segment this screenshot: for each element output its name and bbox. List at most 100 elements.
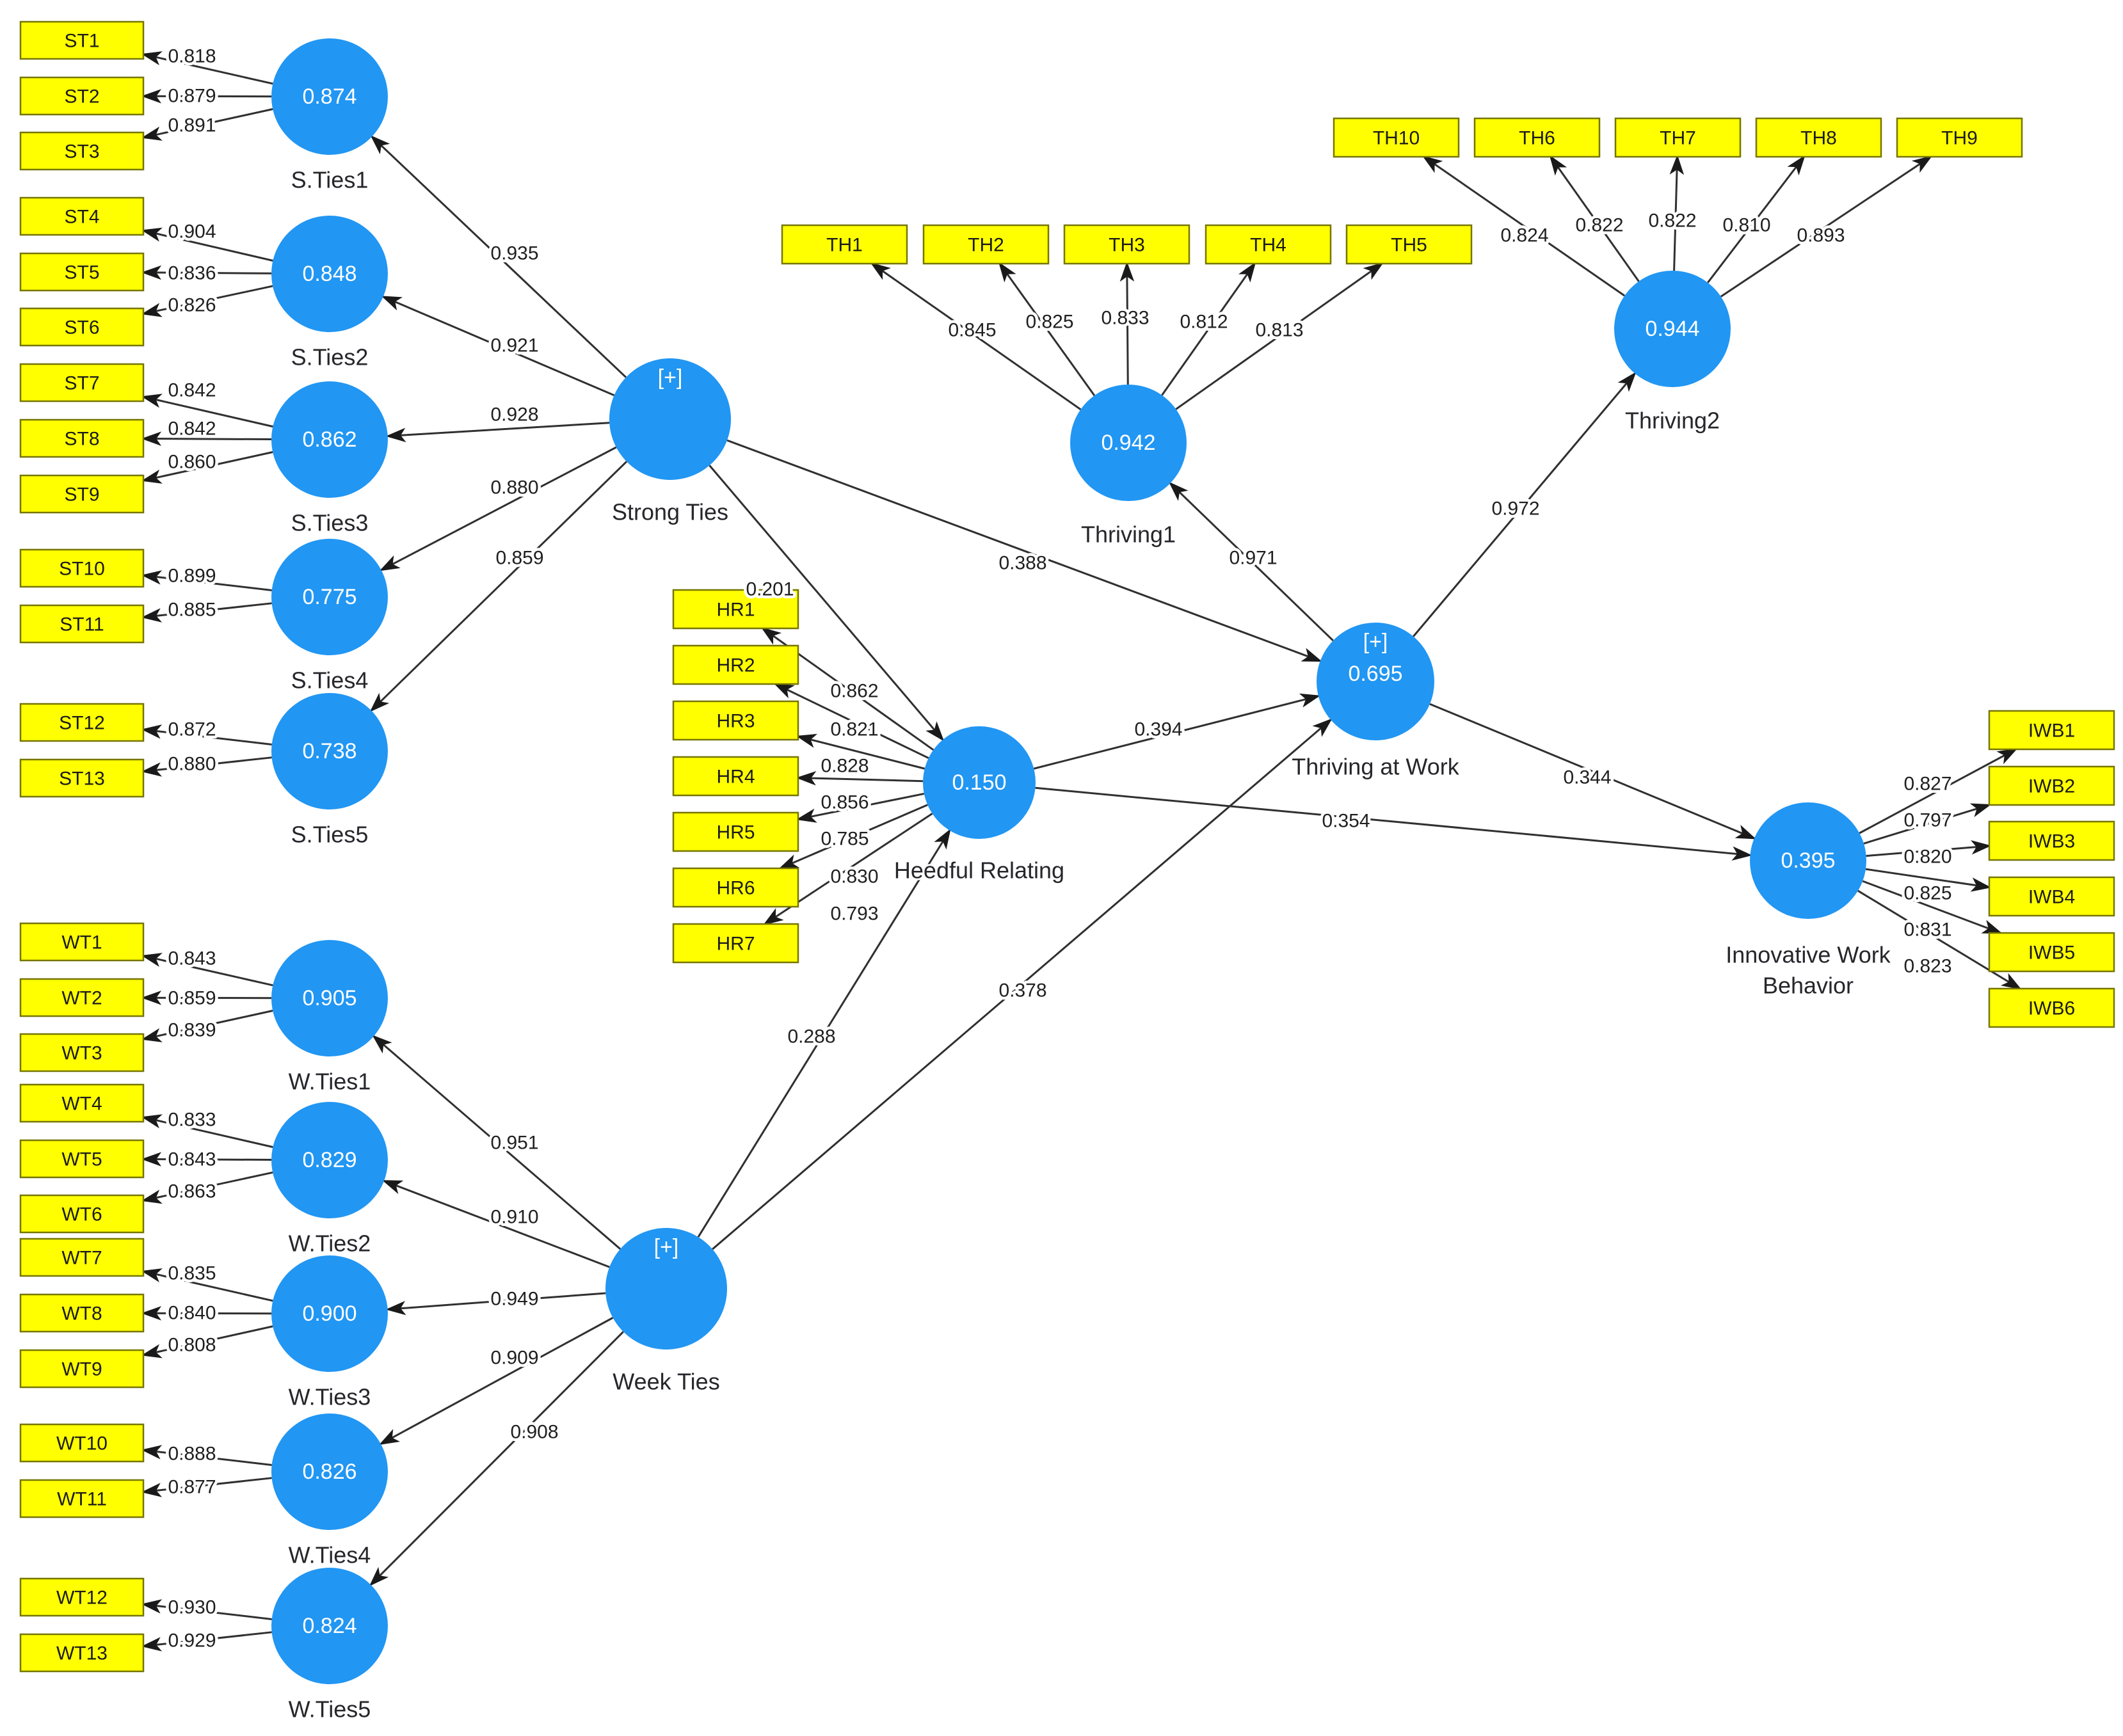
latent-name-sties3: S.Ties3: [291, 510, 369, 536]
indicator-box-ST6[interactable]: [19, 307, 145, 347]
path-iwb-IWB1: [1859, 748, 2018, 834]
indicator-box-IWB6[interactable]: [1988, 987, 2115, 1028]
indicator-box-ST1[interactable]: [19, 20, 145, 60]
latent-name-taw: Thriving at Work: [1292, 754, 1459, 780]
latent-node-thriving1[interactable]: [1070, 385, 1187, 501]
latent-name-wties2: W.Ties2: [289, 1230, 371, 1257]
indicator-box-WT6[interactable]: [19, 1194, 145, 1234]
indicator-box-IWB1[interactable]: [1988, 710, 2115, 751]
path-coefficient-label: 0.971: [1229, 548, 1277, 569]
indicator-box-WT4[interactable]: [19, 1083, 145, 1123]
latent-node-wties4[interactable]: [271, 1413, 388, 1530]
indicator-box-HR6[interactable]: [672, 867, 799, 908]
indicator-box-IWB2[interactable]: [1988, 765, 2115, 806]
path-wties4-WT11: [141, 1477, 272, 1497]
indicator-box-WT10[interactable]: [19, 1423, 145, 1463]
indicator-box-HR3[interactable]: [672, 700, 799, 741]
indicator-box-ST7[interactable]: [19, 363, 145, 402]
indicator-box-ST10[interactable]: [19, 548, 145, 588]
latent-node-taw[interactable]: [1317, 623, 1434, 740]
indicator-box-TH7[interactable]: [1614, 117, 1742, 158]
latent-node-wties2[interactable]: [271, 1102, 388, 1218]
indicator-box-TH3[interactable]: [1063, 224, 1190, 265]
indicator-box-ST8[interactable]: [19, 418, 145, 458]
latent-node-iwb[interactable]: [1750, 802, 1866, 919]
indicator-box-WT7[interactable]: [19, 1238, 145, 1277]
indicator-box-TH8[interactable]: [1755, 117, 1882, 158]
indicator-box-WT9[interactable]: [19, 1349, 145, 1389]
indicator-box-TH5[interactable]: [1345, 224, 1473, 265]
indicator-box-TH2[interactable]: [922, 224, 1050, 265]
latent-node-heedful[interactable]: [923, 726, 1036, 839]
latent-node-wties5[interactable]: [271, 1568, 388, 1684]
indicator-box-WT8[interactable]: [19, 1293, 145, 1333]
indicator-box-IWB3[interactable]: [1988, 820, 2115, 861]
indicator-box-IWB5[interactable]: [1988, 932, 2115, 973]
latent-name-sties2: S.Ties2: [291, 344, 369, 370]
indicator-box-WT1[interactable]: [19, 922, 145, 962]
indicator-label-TH4: TH4: [1250, 235, 1286, 256]
indicator-box-ST4[interactable]: [19, 196, 145, 236]
latent-node-sties2[interactable]: [271, 216, 388, 332]
indicator-box-ST13[interactable]: [19, 758, 145, 798]
indicator-box-IWB4[interactable]: [1988, 876, 2115, 917]
indicator-box-ST3[interactable]: [19, 131, 145, 171]
latent-value-heedful: 0.150: [952, 770, 1006, 795]
indicator-box-ST2[interactable]: [19, 76, 145, 116]
indicator-box-WT5[interactable]: [19, 1139, 145, 1179]
latent-name-thriving2: Thriving2: [1625, 408, 1720, 434]
latent-node-sties1[interactable]: [271, 38, 388, 155]
indicator-box-ST12[interactable]: [19, 703, 145, 742]
loading-coefficient-label: 0.808: [168, 1335, 216, 1356]
indicator-box-WT13[interactable]: [19, 1633, 145, 1673]
path-iwb-IWB2: [1863, 803, 1992, 845]
indicator-label-HR2: HR2: [716, 655, 755, 676]
indicator-box-WT2[interactable]: [19, 978, 145, 1017]
indicator-box-WT12[interactable]: [19, 1577, 145, 1617]
indicator-label-ST4: ST4: [64, 207, 99, 228]
indicator-box-ST11[interactable]: [19, 604, 145, 644]
path-thriving1-TH3: [1119, 261, 1135, 385]
indicator-box-TH1[interactable]: [781, 224, 908, 265]
loading-coefficient-label: 0.823: [1903, 956, 1951, 977]
path-weekties-wties5: [369, 1331, 624, 1586]
loading-coefficient-label: 0.899: [168, 566, 216, 587]
latent-node-wties1[interactable]: [271, 940, 388, 1056]
latent-node-strongties[interactable]: [609, 358, 731, 480]
indicator-box-HR5[interactable]: [672, 811, 799, 852]
latent-node-sties3[interactable]: [271, 381, 388, 498]
indicator-box-WT11[interactable]: [19, 1479, 145, 1518]
path-strongties-heedful: [709, 465, 945, 742]
latent-node-thriving2[interactable]: [1614, 271, 1731, 387]
loading-coefficient-label: 0.836: [168, 263, 216, 284]
indicator-box-HR2[interactable]: [672, 644, 799, 685]
latent-node-weekties[interactable]: [605, 1228, 727, 1350]
loading-coefficient-label: 0.820: [1903, 847, 1951, 868]
indicator-box-HR1[interactable]: [672, 589, 799, 630]
loading-coefficient-label: 0.833: [168, 1110, 216, 1131]
indicator-box-TH9[interactable]: [1896, 117, 2023, 158]
path-weekties-heedful: [697, 828, 951, 1238]
indicator-label-TH9: TH9: [1941, 128, 1978, 149]
indicator-box-WT3[interactable]: [19, 1033, 145, 1072]
latent-name-strongties: Strong Ties: [612, 499, 728, 525]
indicator-box-TH4[interactable]: [1205, 224, 1332, 265]
latent-node-sties5[interactable]: [271, 693, 388, 809]
path-wties4-WT10: [141, 1445, 272, 1466]
path-coefficient-label: 0.201: [746, 579, 794, 600]
path-heedful-HR5: [796, 792, 925, 823]
indicator-box-TH10[interactable]: [1333, 117, 1460, 158]
latent-node-sties4[interactable]: [271, 539, 388, 655]
indicator-box-ST9[interactable]: [19, 474, 145, 514]
latent-node-wties3[interactable]: [271, 1255, 388, 1372]
path-sties2-ST6: [141, 285, 273, 317]
indicator-box-TH6[interactable]: [1473, 117, 1601, 158]
loading-coefficient-label: 0.785: [821, 829, 869, 850]
path-wties3-WT8: [141, 1306, 272, 1321]
indicator-box-HR4[interactable]: [672, 756, 799, 797]
indicator-box-ST5[interactable]: [19, 252, 145, 292]
indicator-label-HR6: HR6: [716, 878, 755, 899]
loading-coefficient-label: 0.833: [1101, 308, 1149, 329]
indicator-box-HR7[interactable]: [672, 923, 799, 964]
